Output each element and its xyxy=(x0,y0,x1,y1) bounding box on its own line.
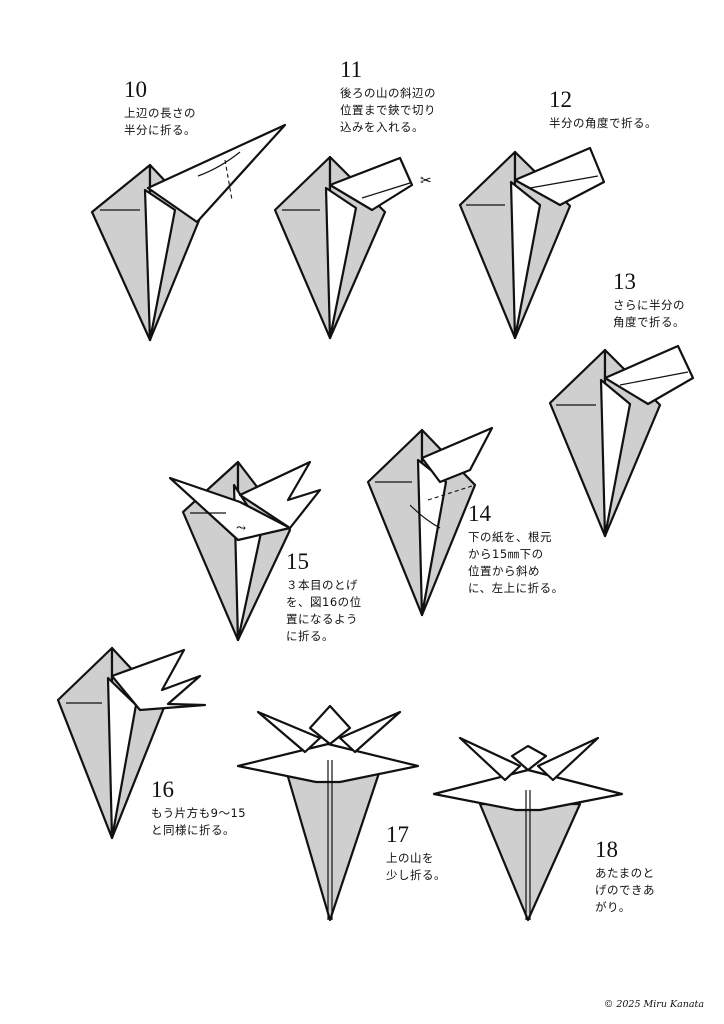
step-number: 11 xyxy=(340,57,363,82)
step-number: 14 xyxy=(468,501,491,526)
step-13: 13 さらに半分の 角度で折る。 xyxy=(613,270,685,331)
step-caption: あたまのと げのできあ がり。 xyxy=(595,866,655,914)
step-number: 10 xyxy=(124,77,147,102)
step-18: 18 あたまのと げのできあ がり。 xyxy=(595,838,655,916)
step-number: 15 xyxy=(286,549,309,574)
figure-step-18 xyxy=(432,736,624,922)
step-caption: 上の山を 少し折る。 xyxy=(386,851,446,882)
step-11: 11 後ろの山の斜辺の 位置まで鋏で切り 込みを入れる。 xyxy=(340,58,436,136)
step-caption: もう片方も9〜15 と同様に折る。 xyxy=(151,806,247,837)
step-caption: さらに半分の 角度で折る。 xyxy=(613,298,685,329)
figure-step-13 xyxy=(548,344,695,538)
step-15: 15 ３本目のとげ を、図16の位 置になるよう に折る。 xyxy=(286,550,362,645)
step-number: 18 xyxy=(595,837,618,862)
figure-step-17 xyxy=(236,704,420,922)
step-caption: ３本目のとげ を、図16の位 置になるよう に折る。 xyxy=(286,578,362,643)
figure-step-16 xyxy=(56,646,207,840)
figure-step-12 xyxy=(458,146,606,340)
step-caption: 下の紙を、根元 から15㎜下の 位置から斜め に、左上に折る。 xyxy=(468,530,564,595)
step-10: 10 上辺の長さの 半分に折る。 xyxy=(124,78,196,139)
figure-step-11: ✂ xyxy=(273,155,432,340)
figure-step-15: ⤳ xyxy=(168,460,322,642)
step-16: 16 もう片方も9〜15 と同様に折る。 xyxy=(151,778,246,839)
figure-step-14 xyxy=(366,426,494,617)
fold-arrow-icon: ⤳ xyxy=(236,521,246,535)
step-number: 16 xyxy=(151,777,174,802)
scissors-icon: ✂ xyxy=(420,173,432,189)
step-14: 14 下の紙を、根元 から15㎜下の 位置から斜め に、左上に折る。 xyxy=(468,502,564,597)
step-number: 12 xyxy=(549,87,572,112)
figure-step-10 xyxy=(90,123,287,342)
step-caption: 上辺の長さの 半分に折る。 xyxy=(124,106,196,137)
step-12: 12 半分の角度で折る。 xyxy=(549,88,657,132)
step-number: 13 xyxy=(613,269,636,294)
step-caption: 後ろの山の斜辺の 位置まで鋏で切り 込みを入れる。 xyxy=(340,86,436,134)
step-caption: 半分の角度で折る。 xyxy=(549,116,657,130)
step-number: 17 xyxy=(386,822,409,847)
copyright-notice: © 2025 Miru Kanata xyxy=(603,999,704,1010)
step-17: 17 上の山を 少し折る。 xyxy=(386,823,446,884)
